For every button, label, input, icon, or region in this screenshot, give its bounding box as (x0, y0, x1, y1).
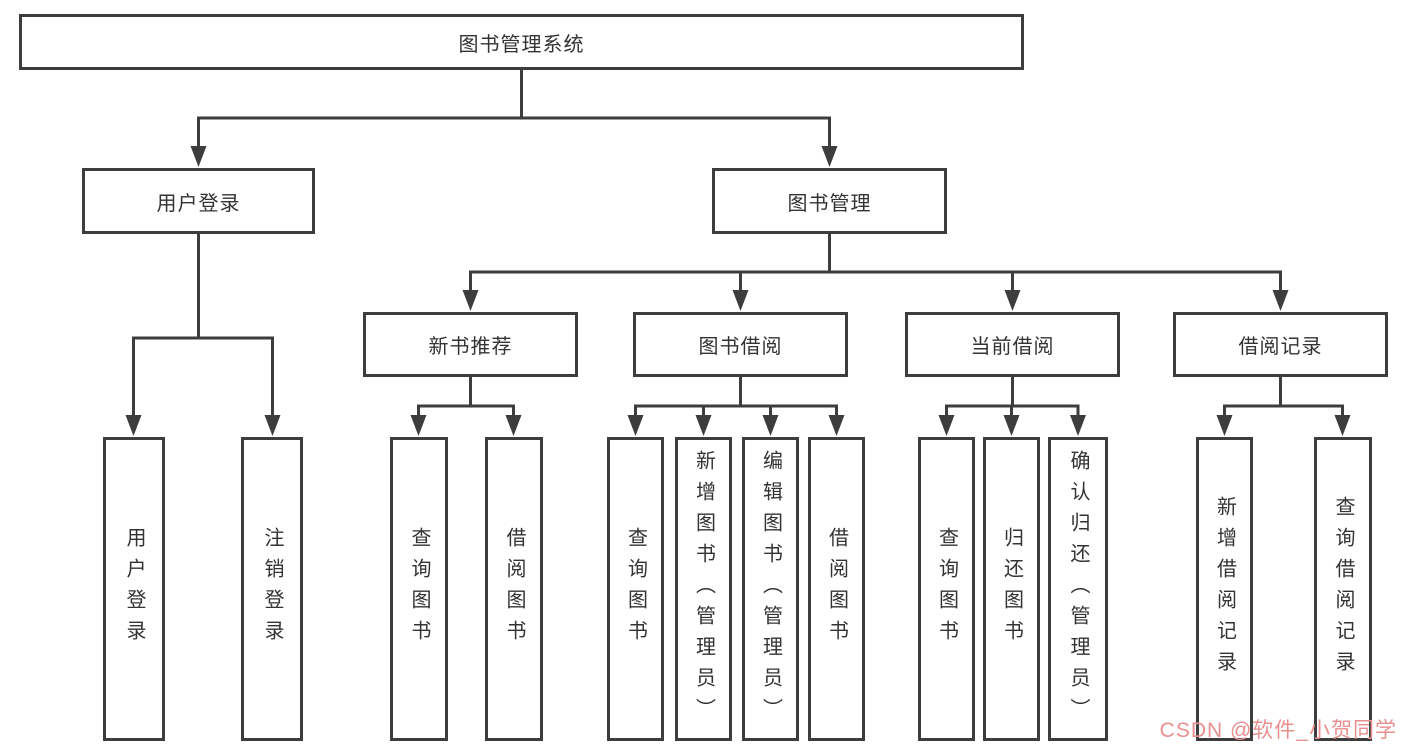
node-user-login: 用户登录 (82, 168, 315, 234)
node-label: 新书推荐 (428, 336, 513, 358)
arrowhead-icon (828, 415, 845, 436)
arrowhead-icon (410, 415, 427, 436)
node-borrow-records: 借阅记录 (1173, 312, 1388, 377)
node-label: 确认归还（管理员） (1067, 449, 1089, 729)
node-label: 图书借阅 (698, 336, 783, 358)
node-label: 归还图书 (1000, 527, 1023, 651)
node-label: 用户登录 (123, 527, 145, 651)
arrowhead-icon (1272, 290, 1289, 311)
arrowhead-icon (125, 415, 142, 436)
node-label: 编辑图书（管理员） (759, 449, 782, 729)
node-label: 新增借阅记录 (1213, 496, 1236, 682)
node-label: 注销登录 (261, 527, 283, 651)
node-label: 查询图书 (408, 527, 430, 651)
node-label: 查询图书 (624, 527, 647, 651)
node-label: 用户登录 (156, 192, 241, 215)
arrowhead-icon (1003, 415, 1020, 436)
arrowhead-icon (732, 290, 749, 311)
node-label: 借阅图书 (825, 527, 848, 651)
node-return-book: 归还图书 (983, 437, 1040, 741)
arrowhead-icon (821, 146, 838, 167)
arrowhead-icon (695, 415, 712, 436)
node-label: 当前借阅 (970, 336, 1055, 358)
node-book-borrow: 图书借阅 (633, 312, 848, 377)
arrowhead-icon (627, 415, 644, 436)
node-new-book-recommend: 新书推荐 (363, 312, 578, 377)
arrowhead-icon (1004, 290, 1021, 311)
node-label: 查询图书 (935, 527, 958, 651)
node-current-borrow: 当前借阅 (905, 312, 1120, 377)
node-query-books-borrow: 查询图书 (607, 437, 664, 741)
node-query-books-current: 查询图书 (918, 437, 975, 741)
node-library-management-system: 图书管理系统 (19, 14, 1024, 70)
node-confirm-return-admin: 确认归还（管理员） (1048, 437, 1108, 741)
node-add-book-admin: 新增图书（管理员） (675, 437, 732, 741)
arrowhead-icon (1334, 415, 1351, 436)
arrowhead-icon (1216, 415, 1233, 436)
node-label: 新增图书（管理员） (692, 449, 715, 729)
node-edit-book-admin: 编辑图书（管理员） (742, 437, 799, 741)
node-book-management: 图书管理 (712, 168, 947, 234)
arrowhead-icon (505, 415, 522, 436)
arrowhead-icon (938, 415, 955, 436)
arrowhead-icon (762, 415, 779, 436)
tree-connectors (125, 70, 1351, 436)
node-logout-leaf: 注销登录 (241, 437, 303, 741)
node-label: 借阅图书 (503, 527, 525, 651)
node-add-borrow-record: 新增借阅记录 (1196, 437, 1253, 741)
node-borrow-books-recommend: 借阅图书 (485, 437, 543, 741)
arrowhead-icon (190, 146, 207, 167)
node-label: 查询借阅记录 (1332, 496, 1354, 682)
node-label: 图书管理系统 (458, 33, 585, 56)
arrowhead-icon (1070, 415, 1086, 436)
node-query-books-recommend: 查询图书 (390, 437, 448, 741)
node-borrow-books-leaf: 借阅图书 (808, 437, 865, 741)
arrowhead-icon (462, 290, 479, 311)
node-query-borrow-record: 查询借阅记录 (1314, 437, 1372, 741)
arrowhead-icon (264, 415, 281, 436)
node-label: 借阅记录 (1238, 336, 1323, 358)
node-label: 图书管理 (787, 192, 872, 215)
node-user-login-leaf: 用户登录 (103, 437, 165, 741)
